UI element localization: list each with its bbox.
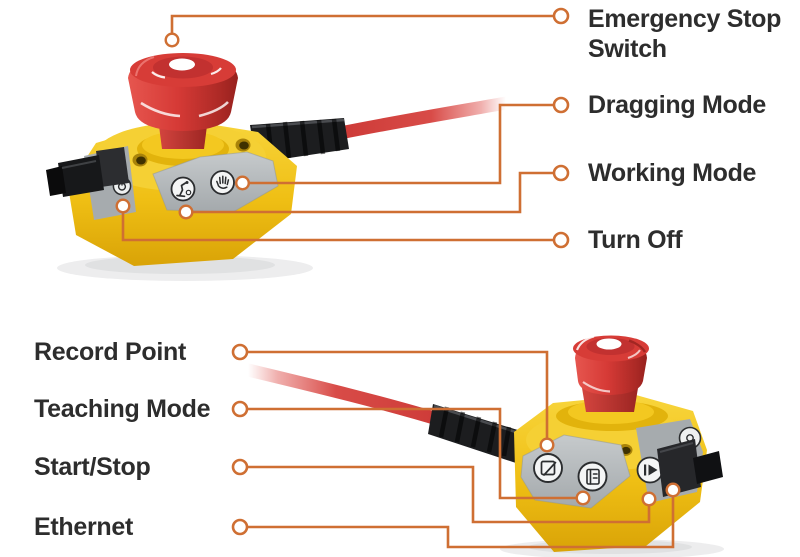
red-cable [241,363,451,428]
robot-arm-icon [176,181,192,198]
red-cable [333,96,513,140]
label-record-point: Record Point [34,338,186,366]
device-bottom [241,335,724,557]
hand-icon [216,175,230,189]
label-ethernet: Ethernet [34,513,134,541]
button-neck [582,388,638,412]
label-working-mode: Working Mode [588,159,757,187]
play-icon [644,464,658,476]
callout-emergency-stop-switch [164,7,570,48]
ethernet-connector [657,439,723,497]
hand-button [210,170,235,195]
notebook-icon [586,468,600,485]
callout-layer [115,7,681,549]
screw-hole [132,153,148,167]
pencil-icon [540,460,557,476]
cap-center-dot [169,58,195,71]
toggle-switch [46,147,129,197]
red-mushroom-button [573,335,649,412]
callout-start-stop [231,458,657,524]
red-mushroom-button [128,53,238,149]
callout-dragging-mode [234,96,570,191]
notebook-button [577,461,608,492]
cap-center-dot [596,338,622,350]
screw-hole [235,138,251,152]
cable-gland [428,404,521,463]
label-start-stop: Start/Stop [34,453,151,481]
label-teaching-mode: Teaching Mode [34,395,211,423]
callout-turn-off [115,198,570,249]
callout-ethernet [231,482,681,549]
pencil-button [533,453,563,483]
robot-arm-button [170,176,196,202]
callout-teaching-mode [231,400,591,506]
label-dragging-mode: Dragging Mode [588,91,767,119]
callout-working-mode [178,164,570,220]
label-turn-off: Turn Off [588,226,683,254]
label-emergency-stop-switch: Emergency Stop Switch [588,5,782,63]
device-top [46,53,513,281]
callout-record-point [231,343,555,453]
